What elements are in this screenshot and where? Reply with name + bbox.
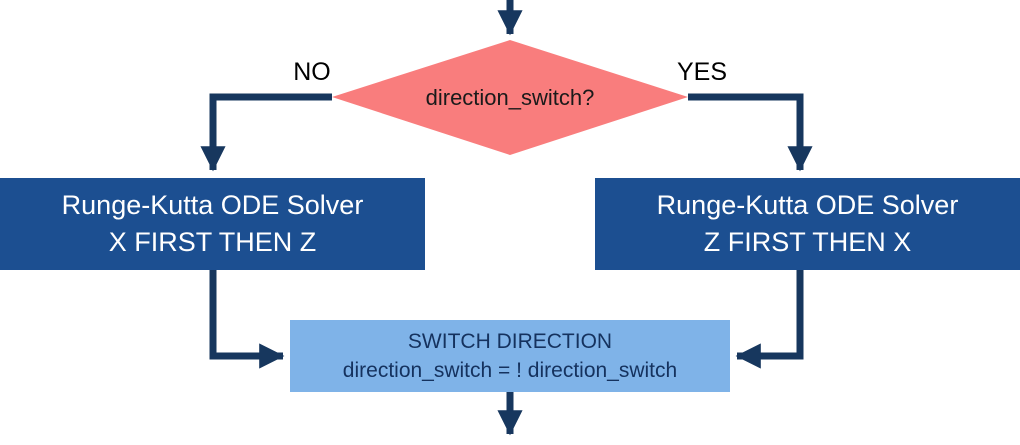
node-solver-x-first-then-z: Runge-Kutta ODE Solver X FIRST THEN Z [0, 178, 425, 270]
arrow-left-to-switch [209, 270, 285, 369]
arrow-no-branch [200, 93, 332, 172]
node-solver-z-first-then-x: Runge-Kutta ODE Solver Z FIRST THEN X [595, 178, 1020, 270]
branch-label-yes: YES [676, 58, 728, 86]
node-switch-direction: SWITCH DIRECTION direction_switch = ! di… [290, 320, 730, 392]
decision-diamond [332, 40, 688, 155]
solver-title: Runge-Kutta ODE Solver [656, 190, 959, 220]
switch-statement: direction_switch = ! direction_switch [342, 359, 678, 382]
arrow-yes-branch [688, 93, 813, 172]
solver-order: Z FIRST THEN X [703, 227, 912, 257]
decision-label: direction_switch? [425, 85, 595, 110]
branch-label-no: NO [293, 58, 331, 86]
arrow-right-to-switch [735, 270, 804, 369]
solver-title: Runge-Kutta ODE Solver [61, 190, 364, 220]
switch-title: SWITCH DIRECTION [407, 330, 613, 353]
solver-order: X FIRST THEN Z [108, 227, 317, 257]
